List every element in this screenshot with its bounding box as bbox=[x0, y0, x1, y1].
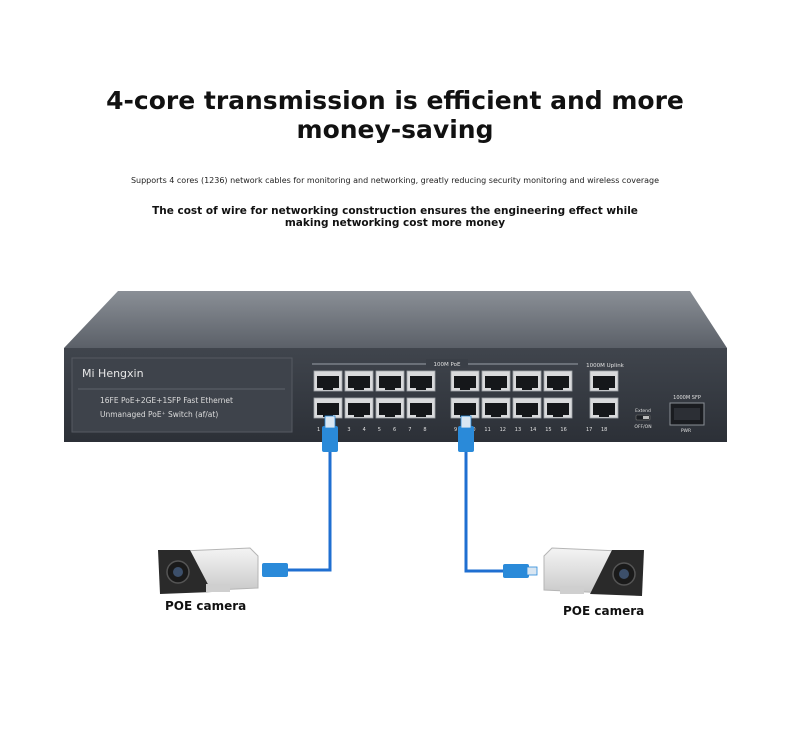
sfp-port-inner bbox=[674, 408, 700, 420]
right-port-top-3-socket bbox=[547, 376, 569, 390]
right-port-bottom-0-socket bbox=[454, 403, 476, 417]
cable-right bbox=[458, 415, 538, 578]
right-port-number: 15 bbox=[545, 427, 551, 433]
camera-left-lens-glass bbox=[173, 567, 183, 577]
model-line-1: 16FE PoE+2GE+1SFP Fast Ethernet bbox=[100, 396, 233, 405]
cable-left-plug-top bbox=[322, 426, 338, 452]
camera-left-label: POE camera bbox=[165, 599, 247, 613]
camera-right-label: POE camera bbox=[563, 604, 645, 618]
cable-left-line bbox=[272, 448, 332, 572]
left-port-top-1-socket bbox=[348, 376, 370, 390]
cable-right-plug-camera bbox=[503, 564, 529, 578]
switch-label-plate bbox=[71, 357, 293, 433]
subtitle-supports: Supports 4 cores (1236) network cables f… bbox=[130, 176, 660, 185]
left-port-bottom-0-socket bbox=[317, 403, 339, 417]
uplink-label: 1000M Uplink bbox=[586, 363, 625, 369]
right-port-number: 12 bbox=[500, 427, 506, 433]
cable-left-rj45-tip bbox=[324, 415, 336, 429]
right-port-top-2-socket bbox=[516, 376, 538, 390]
left-port-number: 1 bbox=[317, 427, 320, 433]
port-group-1-8: 12345678 bbox=[313, 370, 436, 433]
left-port-number: 5 bbox=[378, 427, 381, 433]
poe-group-label: 100M PoE bbox=[434, 362, 461, 368]
camera-left-mount bbox=[206, 584, 230, 592]
camera-right-mount bbox=[560, 586, 584, 594]
uplink-port-18-socket bbox=[593, 403, 615, 417]
left-port-number: 7 bbox=[408, 427, 411, 433]
poe-label-bg bbox=[426, 359, 468, 368]
extend-toggle-knob bbox=[643, 416, 649, 419]
right-port-number: 13 bbox=[515, 427, 521, 433]
left-port-bottom-1-socket bbox=[348, 403, 370, 417]
right-port-number: 14 bbox=[530, 427, 536, 433]
uplink-port-number: 17 bbox=[586, 427, 592, 433]
camera-right-lens-glass bbox=[619, 569, 629, 579]
left-port-top-3-socket bbox=[410, 376, 432, 390]
cable-left-plug-camera bbox=[262, 563, 288, 577]
cable-right-rj45-tip bbox=[460, 415, 472, 429]
poe-switch: Mi Hengxin 16FE PoE+2GE+1SFP Fast Ethern… bbox=[64, 291, 727, 442]
cable-left bbox=[262, 415, 338, 577]
uplink-port-number: 18 bbox=[601, 427, 607, 433]
right-port-number: 16 bbox=[560, 427, 566, 433]
cable-right-rj45-tip-2 bbox=[526, 566, 538, 576]
left-port-bottom-3-socket bbox=[410, 403, 432, 417]
extend-label: Extend bbox=[635, 408, 651, 414]
right-port-top-1-socket bbox=[485, 376, 507, 390]
port-group-9-16: 910111213141516 bbox=[450, 370, 573, 433]
model-line-2: Unmanaged PoE⁺ Switch (af/at) bbox=[100, 410, 218, 419]
left-port-number: 8 bbox=[423, 427, 426, 433]
left-port-number: 4 bbox=[363, 427, 366, 433]
right-port-number: 9 bbox=[454, 427, 457, 433]
pwr-label: PWR bbox=[681, 428, 691, 434]
right-port-bottom-3-socket bbox=[547, 403, 569, 417]
right-port-number: 11 bbox=[484, 427, 490, 433]
cable-right-line bbox=[464, 448, 520, 573]
switch-top-panel bbox=[64, 291, 727, 348]
poe-camera-left bbox=[158, 547, 259, 594]
sfp-label: 1000M SFP bbox=[673, 395, 701, 401]
extend-state-label: OFF/ON bbox=[634, 424, 651, 430]
left-port-top-0-socket bbox=[317, 376, 339, 390]
left-port-number: 3 bbox=[347, 427, 350, 433]
left-port-number: 6 bbox=[393, 427, 396, 433]
poe-camera-right bbox=[543, 547, 644, 596]
right-port-bottom-1-socket bbox=[485, 403, 507, 417]
subtitle-cost: The cost of wire for networking construc… bbox=[152, 205, 638, 229]
uplink-port-17-socket bbox=[593, 376, 615, 390]
left-port-bottom-2-socket bbox=[379, 403, 401, 417]
brand-name: Mi Hengxin bbox=[82, 367, 144, 380]
right-port-top-0-socket bbox=[454, 376, 476, 390]
cable-right-plug-top bbox=[458, 426, 474, 452]
right-port-bottom-2-socket bbox=[516, 403, 538, 417]
headline: 4-core transmission is efficient and mor… bbox=[106, 86, 684, 144]
left-port-top-2-socket bbox=[379, 376, 401, 390]
